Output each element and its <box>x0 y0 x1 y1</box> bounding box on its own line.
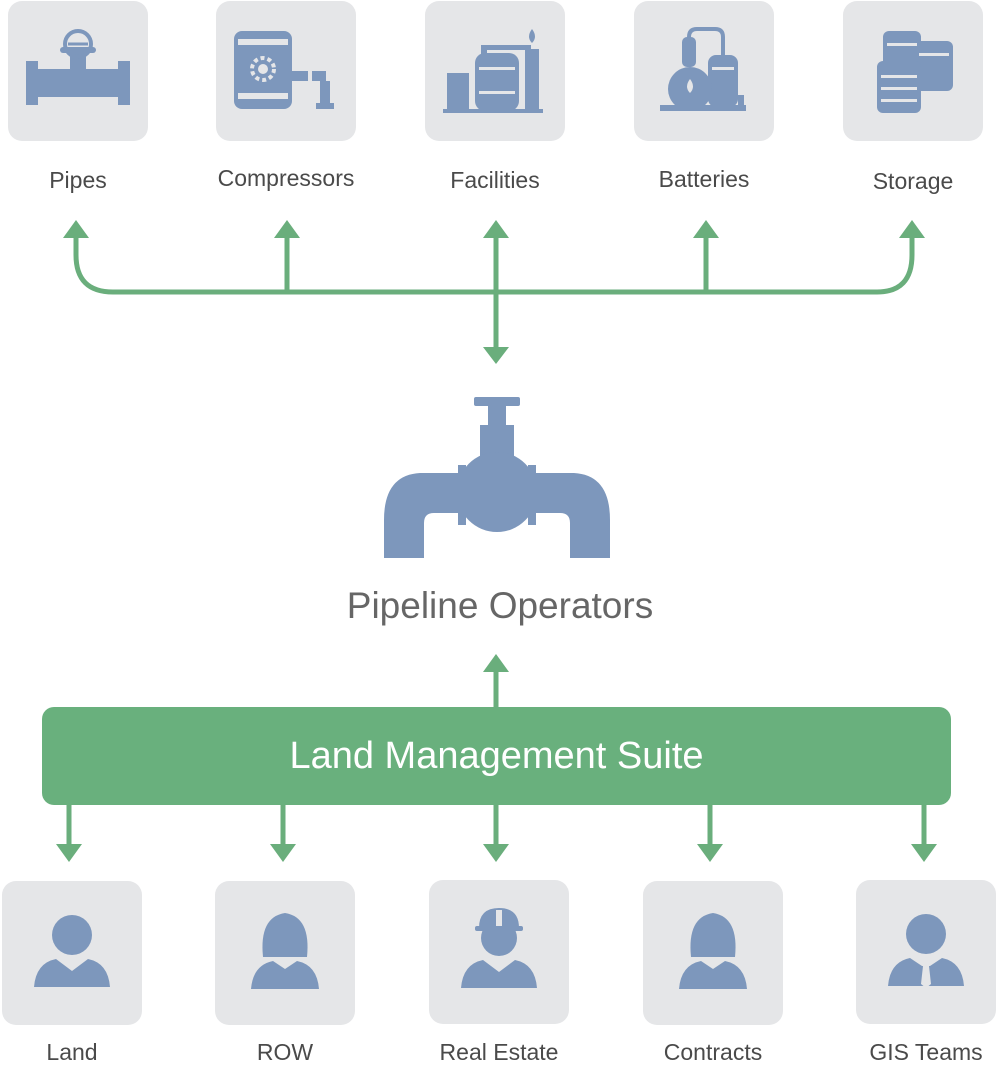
label-batteries: Batteries <box>658 166 750 192</box>
tile-facilities <box>425 1 565 141</box>
tile-row <box>215 881 355 1025</box>
label-contracts: Contracts <box>663 1039 763 1065</box>
arrow-up-pipes <box>63 220 89 238</box>
arrow-up-storage <box>899 220 925 238</box>
compressor-icon <box>234 31 334 109</box>
label-row: ROW <box>256 1039 314 1065</box>
arrow-down-gis <box>911 844 937 862</box>
tile-contracts <box>643 881 783 1025</box>
arrow-down-contracts <box>697 844 723 862</box>
label-real-estate: Real Estate <box>439 1039 559 1065</box>
arrow-up-facilities <box>483 220 509 238</box>
label-gis-teams: GIS Teams <box>869 1039 983 1065</box>
suite-label: Land Management Suite <box>289 735 704 777</box>
arrow-down-land <box>56 844 82 862</box>
person-icon <box>34 915 110 987</box>
battery-tanks-icon <box>660 27 746 111</box>
land-management-suite-bar: Land Management Suite <box>42 707 951 805</box>
label-facilities: Facilities <box>450 167 540 193</box>
pipeline-valve-icon <box>384 397 610 558</box>
tile-gis-teams <box>856 880 996 1024</box>
tile-pipes <box>8 1 148 141</box>
person-hardhat-icon <box>461 908 537 988</box>
arrow-down-operators <box>483 347 509 364</box>
label-land: Land <box>46 1039 98 1065</box>
arrow-down-row <box>270 844 296 862</box>
person-female-icon <box>679 913 747 989</box>
tile-batteries <box>634 1 774 141</box>
pipe-valve-icon <box>26 29 130 105</box>
arrow-up-suite <box>483 654 509 672</box>
arrow-down-real-estate <box>483 844 509 862</box>
person-female-icon <box>251 913 319 989</box>
person-tie-icon <box>888 914 964 988</box>
tile-compressors <box>216 1 356 141</box>
arrow-up-batteries <box>693 220 719 238</box>
tile-storage <box>843 1 983 141</box>
label-compressors: Compressors <box>217 165 355 191</box>
tile-land <box>2 881 142 1025</box>
label-pipes: Pipes <box>49 167 107 193</box>
label-storage: Storage <box>872 168 954 194</box>
arrow-up-compressors <box>274 220 300 238</box>
storage-tanks-icon <box>877 31 953 113</box>
facility-icon <box>443 29 543 113</box>
pipeline-operators-label: Pipeline Operators <box>346 585 654 626</box>
tile-real-estate <box>429 880 569 1024</box>
